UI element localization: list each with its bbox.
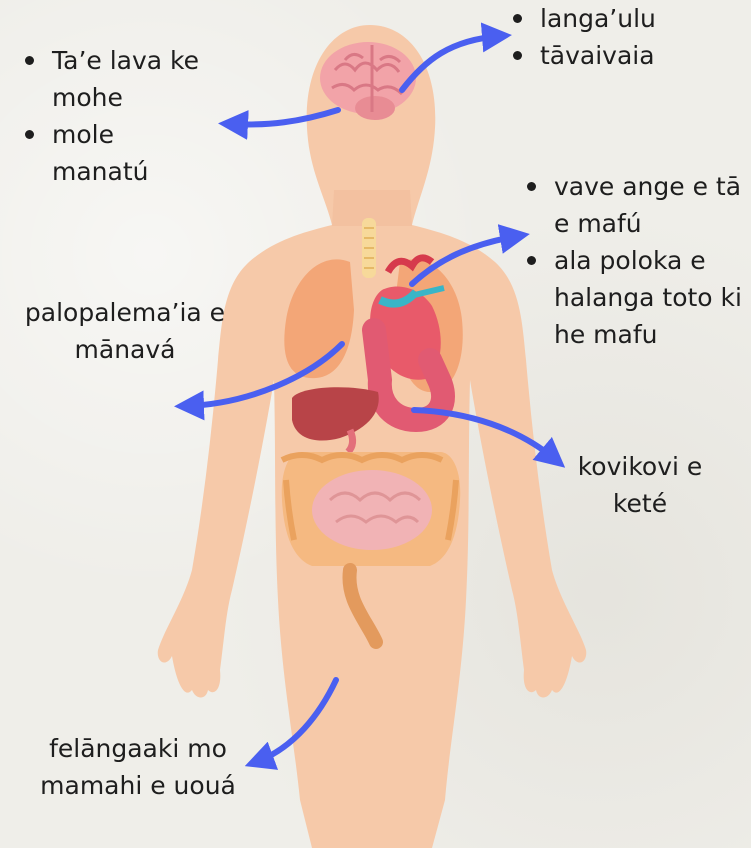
label-item: mole manatú (22, 116, 212, 190)
label-heart: vave ange e tā e mafú ala poloka e halan… (524, 168, 748, 353)
label-item: vave ange e tā e mafú (524, 168, 748, 242)
label-skin: felāngaaki mo mamahi e uouá (38, 730, 238, 804)
label-item: Ta’e lava ke mohe (22, 42, 212, 116)
label-item: langa’ulu (510, 0, 656, 37)
label-item: ala poloka e halanga toto ki he mafu (524, 242, 748, 353)
label-brain-top: langa’ulu tāvaivaia (510, 0, 656, 74)
label-brain-left: Ta’e lava ke mohe mole manatú (22, 42, 212, 190)
label-stomach: kovikovi e keté (560, 448, 720, 522)
label-lungs: palopalema’ia e mānavá (10, 294, 240, 368)
trachea-illustration (362, 218, 376, 278)
label-item: tāvaivaia (510, 37, 656, 74)
